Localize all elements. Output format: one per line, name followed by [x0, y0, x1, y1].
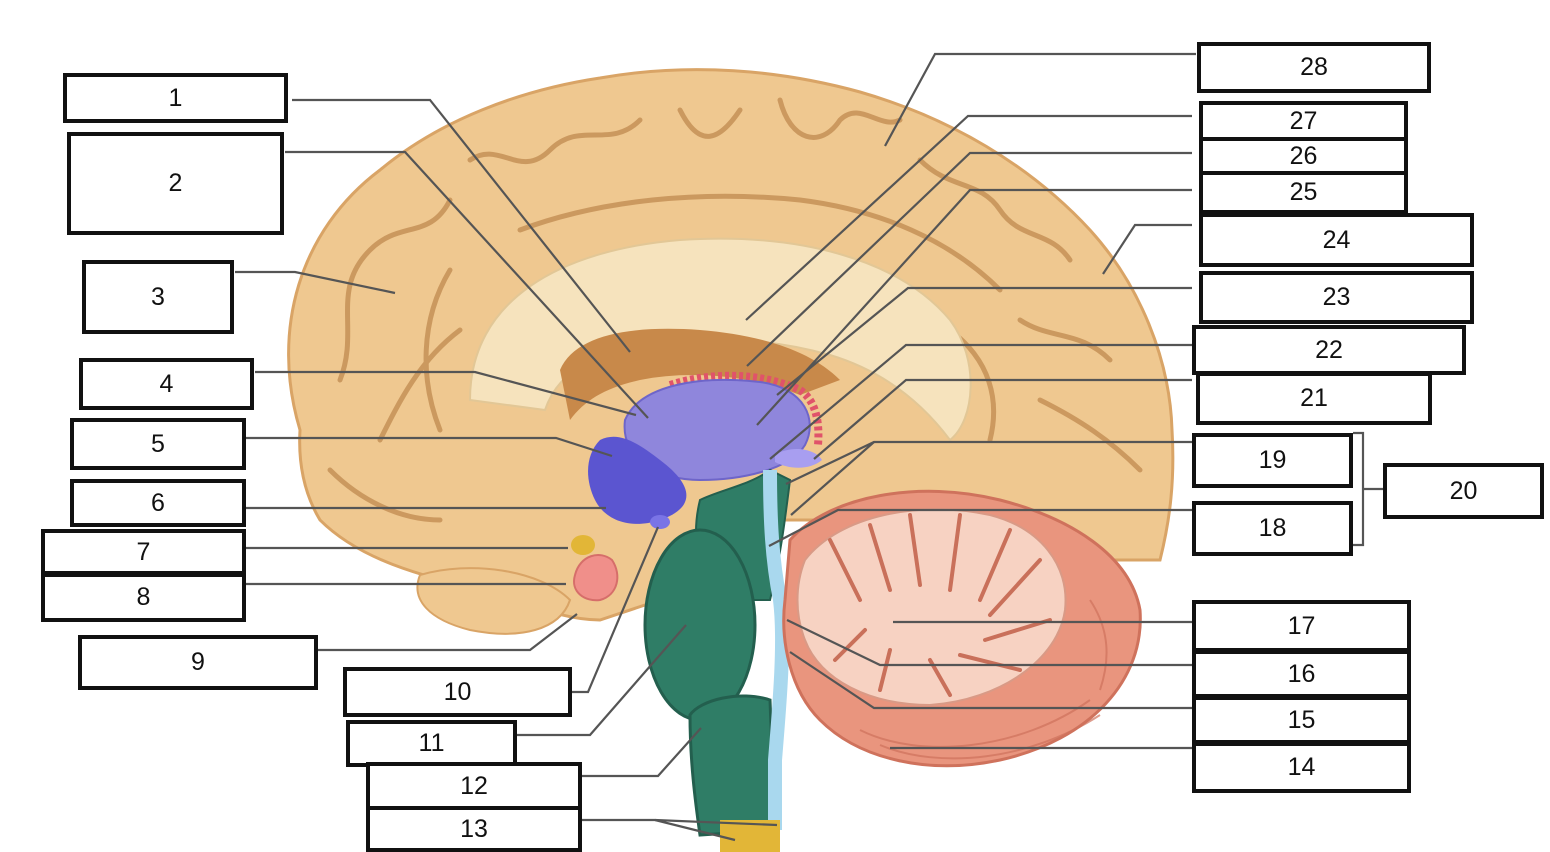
label-13: 13 [460, 814, 488, 843]
pons [643, 528, 757, 722]
medulla [688, 694, 777, 837]
label-14: 14 [1287, 753, 1316, 781]
label-26: 26 [1289, 141, 1318, 170]
label-9: 9 [191, 648, 205, 676]
label-box-3[interactable]: 3 [82, 260, 234, 334]
label-box-21[interactable]: 21 [1196, 372, 1432, 425]
label-box-9[interactable]: 9 [78, 635, 318, 690]
label-22: 22 [1315, 335, 1343, 364]
label-18: 18 [1258, 514, 1287, 542]
label-box-16[interactable]: 16 [1192, 650, 1411, 698]
label-box-28[interactable]: 28 [1197, 42, 1431, 93]
label-15: 15 [1287, 705, 1316, 734]
leader-lines [235, 52, 1383, 842]
label-10: 10 [443, 677, 472, 706]
label-box-7[interactable]: 7 [41, 529, 246, 575]
label-box-17[interactable]: 17 [1192, 600, 1411, 652]
label-box-15[interactable]: 15 [1192, 696, 1411, 744]
label-11: 11 [418, 729, 445, 757]
label-box-10[interactable]: 10 [343, 667, 572, 717]
label-box-2[interactable]: 2 [67, 132, 284, 235]
label-2: 2 [168, 169, 183, 197]
pineal-gland [775, 448, 822, 468]
label-3: 3 [151, 282, 165, 311]
label-box-27[interactable]: 27 [1199, 101, 1408, 141]
label-box-5[interactable]: 5 [70, 418, 246, 470]
label-box-20[interactable]: 20 [1383, 463, 1544, 519]
hypothalamus [588, 436, 687, 524]
label-19: 19 [1258, 446, 1287, 474]
label-box-23[interactable]: 23 [1199, 271, 1474, 324]
label-21: 21 [1300, 384, 1328, 412]
label-5: 5 [151, 429, 165, 458]
label-box-12[interactable]: 12 [366, 762, 582, 810]
label-16: 16 [1287, 659, 1316, 688]
label-box-6[interactable]: 6 [70, 479, 246, 527]
label-8: 8 [136, 583, 151, 611]
label-1: 1 [168, 83, 183, 112]
label-20: 20 [1449, 476, 1478, 505]
label-7: 7 [136, 537, 151, 566]
label-12: 12 [460, 771, 488, 800]
label-box-24[interactable]: 24 [1199, 213, 1474, 267]
mammillary-body [650, 515, 670, 529]
label-27: 27 [1289, 106, 1318, 135]
label-25: 25 [1289, 177, 1318, 206]
label-box-4[interactable]: 4 [79, 358, 254, 410]
label-17: 17 [1287, 611, 1316, 640]
bracket-20 [1353, 431, 1365, 547]
label-24: 24 [1322, 225, 1351, 254]
label-28: 28 [1300, 53, 1328, 81]
label-box-8[interactable]: 8 [41, 573, 246, 622]
label-box-19[interactable]: 19 [1192, 433, 1353, 488]
optic-chiasm [571, 535, 595, 555]
label-6: 6 [151, 488, 165, 517]
cerebellar-lobules [859, 599, 1108, 760]
label-box-13[interactable]: 13 [366, 806, 582, 852]
label-23: 23 [1322, 283, 1351, 311]
label-box-18[interactable]: 18 [1192, 501, 1353, 556]
label-box-14[interactable]: 14 [1192, 742, 1411, 793]
label-box-26[interactable]: 26 [1199, 137, 1408, 175]
label-box-25[interactable]: 25 [1199, 170, 1408, 214]
folia [828, 513, 1052, 697]
label-box-1[interactable]: 1 [63, 73, 288, 123]
label-box-11[interactable]: 11 [346, 720, 517, 767]
pituitary-gland [573, 554, 619, 602]
label-box-22[interactable]: 22 [1192, 325, 1466, 375]
label-4: 4 [159, 369, 174, 398]
